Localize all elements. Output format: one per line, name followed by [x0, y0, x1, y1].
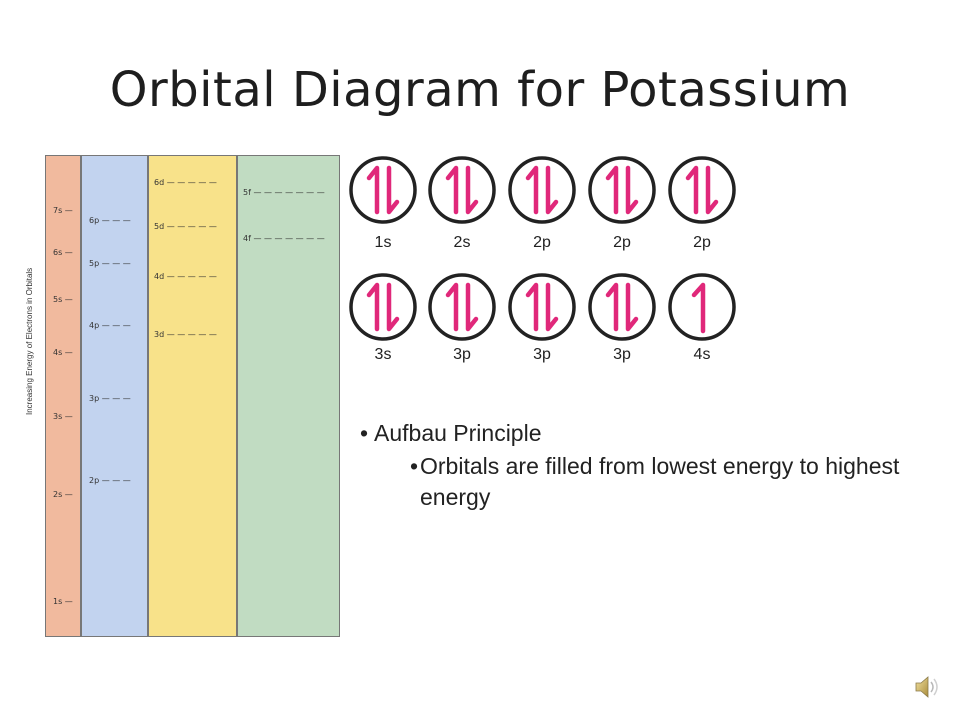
spin-up-arrow: [366, 165, 380, 215]
p-column: 6p — — — 5p — — — 4p — — — 3p — — — 2p —…: [81, 155, 148, 637]
level-3p: 3p — — —: [89, 394, 131, 403]
spin-up-arrow: [366, 282, 380, 332]
level-4d: 4d — — — — —: [154, 272, 217, 281]
level-7s: 7s —: [53, 206, 73, 215]
spin-down-arrow: [386, 165, 400, 215]
orbital-1s-circle: [349, 156, 417, 224]
orbital-label: 3s: [374, 346, 392, 363]
orbital-label: 2p: [613, 234, 631, 251]
level-6d: 6d — — — — —: [154, 178, 217, 187]
spin-down-arrow: [545, 165, 559, 215]
orbital-label: 3p: [453, 346, 471, 363]
orbital-3s-circle: [349, 273, 417, 341]
orbital-4s-circle: [668, 273, 736, 341]
orbital-label: 3p: [613, 346, 631, 363]
level-3s: 3s —: [53, 412, 73, 421]
orbital-label: 2p: [693, 234, 711, 251]
level-5d: 5d — — — — —: [154, 222, 217, 231]
orbital-label: 3p: [533, 346, 551, 363]
bullet-aufbau-detail: Orbitals are filled from lowest energy t…: [410, 451, 920, 513]
spin-up-arrow: [445, 165, 459, 215]
level-4p: 4p — — —: [89, 321, 131, 330]
level-5f: 5f — — — — — — —: [243, 188, 325, 197]
orbital-2p-circle: [508, 156, 576, 224]
orbital-label: 4s: [693, 346, 711, 363]
level-4s: 4s —: [53, 348, 73, 357]
orbital-label: 2s: [453, 234, 471, 251]
level-2s: 2s —: [53, 490, 73, 499]
bullet-list: Aufbau Principle Orbitals are filled fro…: [360, 420, 920, 513]
spin-down-arrow: [545, 282, 559, 332]
d-column: 6d — — — — — 5d — — — — — 4d — — — — — 3…: [148, 155, 237, 637]
spin-down-arrow: [705, 165, 719, 215]
orbital-3p-circle: [428, 273, 496, 341]
orbital-2p-circle: [588, 156, 656, 224]
spin-up-arrow: [691, 282, 706, 334]
level-4f: 4f — — — — — — —: [243, 234, 325, 243]
orbital-2s-circle: [428, 156, 496, 224]
spin-down-arrow: [625, 282, 639, 332]
level-6s: 6s —: [53, 248, 73, 257]
spin-down-arrow: [625, 165, 639, 215]
slide-title: Orbital Diagram for Potassium: [109, 62, 851, 118]
level-6p: 6p — — —: [89, 216, 131, 225]
spin-up-arrow: [685, 165, 699, 215]
spin-up-arrow: [605, 165, 619, 215]
spin-up-arrow: [525, 165, 539, 215]
energy-axis-label: Increasing Energy of Electrons in Orbita…: [25, 267, 34, 415]
orbital-3p-circle: [588, 273, 656, 341]
spin-up-arrow: [605, 282, 619, 332]
level-2p: 2p — — —: [89, 476, 131, 485]
level-5s: 5s —: [53, 295, 73, 304]
orbital-label: 2p: [533, 234, 551, 251]
energy-level-chart: Increasing Energy of Electrons in Orbita…: [25, 155, 340, 637]
bullet-aufbau: Aufbau Principle: [360, 420, 920, 447]
level-1s: 1s —: [53, 597, 73, 606]
spin-up-arrow: [445, 282, 459, 332]
level-5p: 5p — — —: [89, 259, 131, 268]
s-column: 7s — 6s — 5s — 4s — 3s — 2s — 1s —: [45, 155, 81, 637]
spin-down-arrow: [465, 282, 479, 332]
spin-down-arrow: [386, 282, 400, 332]
orbital-2p-circle: [668, 156, 736, 224]
f-column: 5f — — — — — — — 4f — — — — — — —: [237, 155, 340, 637]
speaker-icon[interactable]: [912, 672, 942, 702]
orbital-label: 1s: [374, 234, 392, 251]
orbital-3p-circle: [508, 273, 576, 341]
level-3d: 3d — — — — —: [154, 330, 217, 339]
spin-up-arrow: [525, 282, 539, 332]
spin-down-arrow: [465, 165, 479, 215]
